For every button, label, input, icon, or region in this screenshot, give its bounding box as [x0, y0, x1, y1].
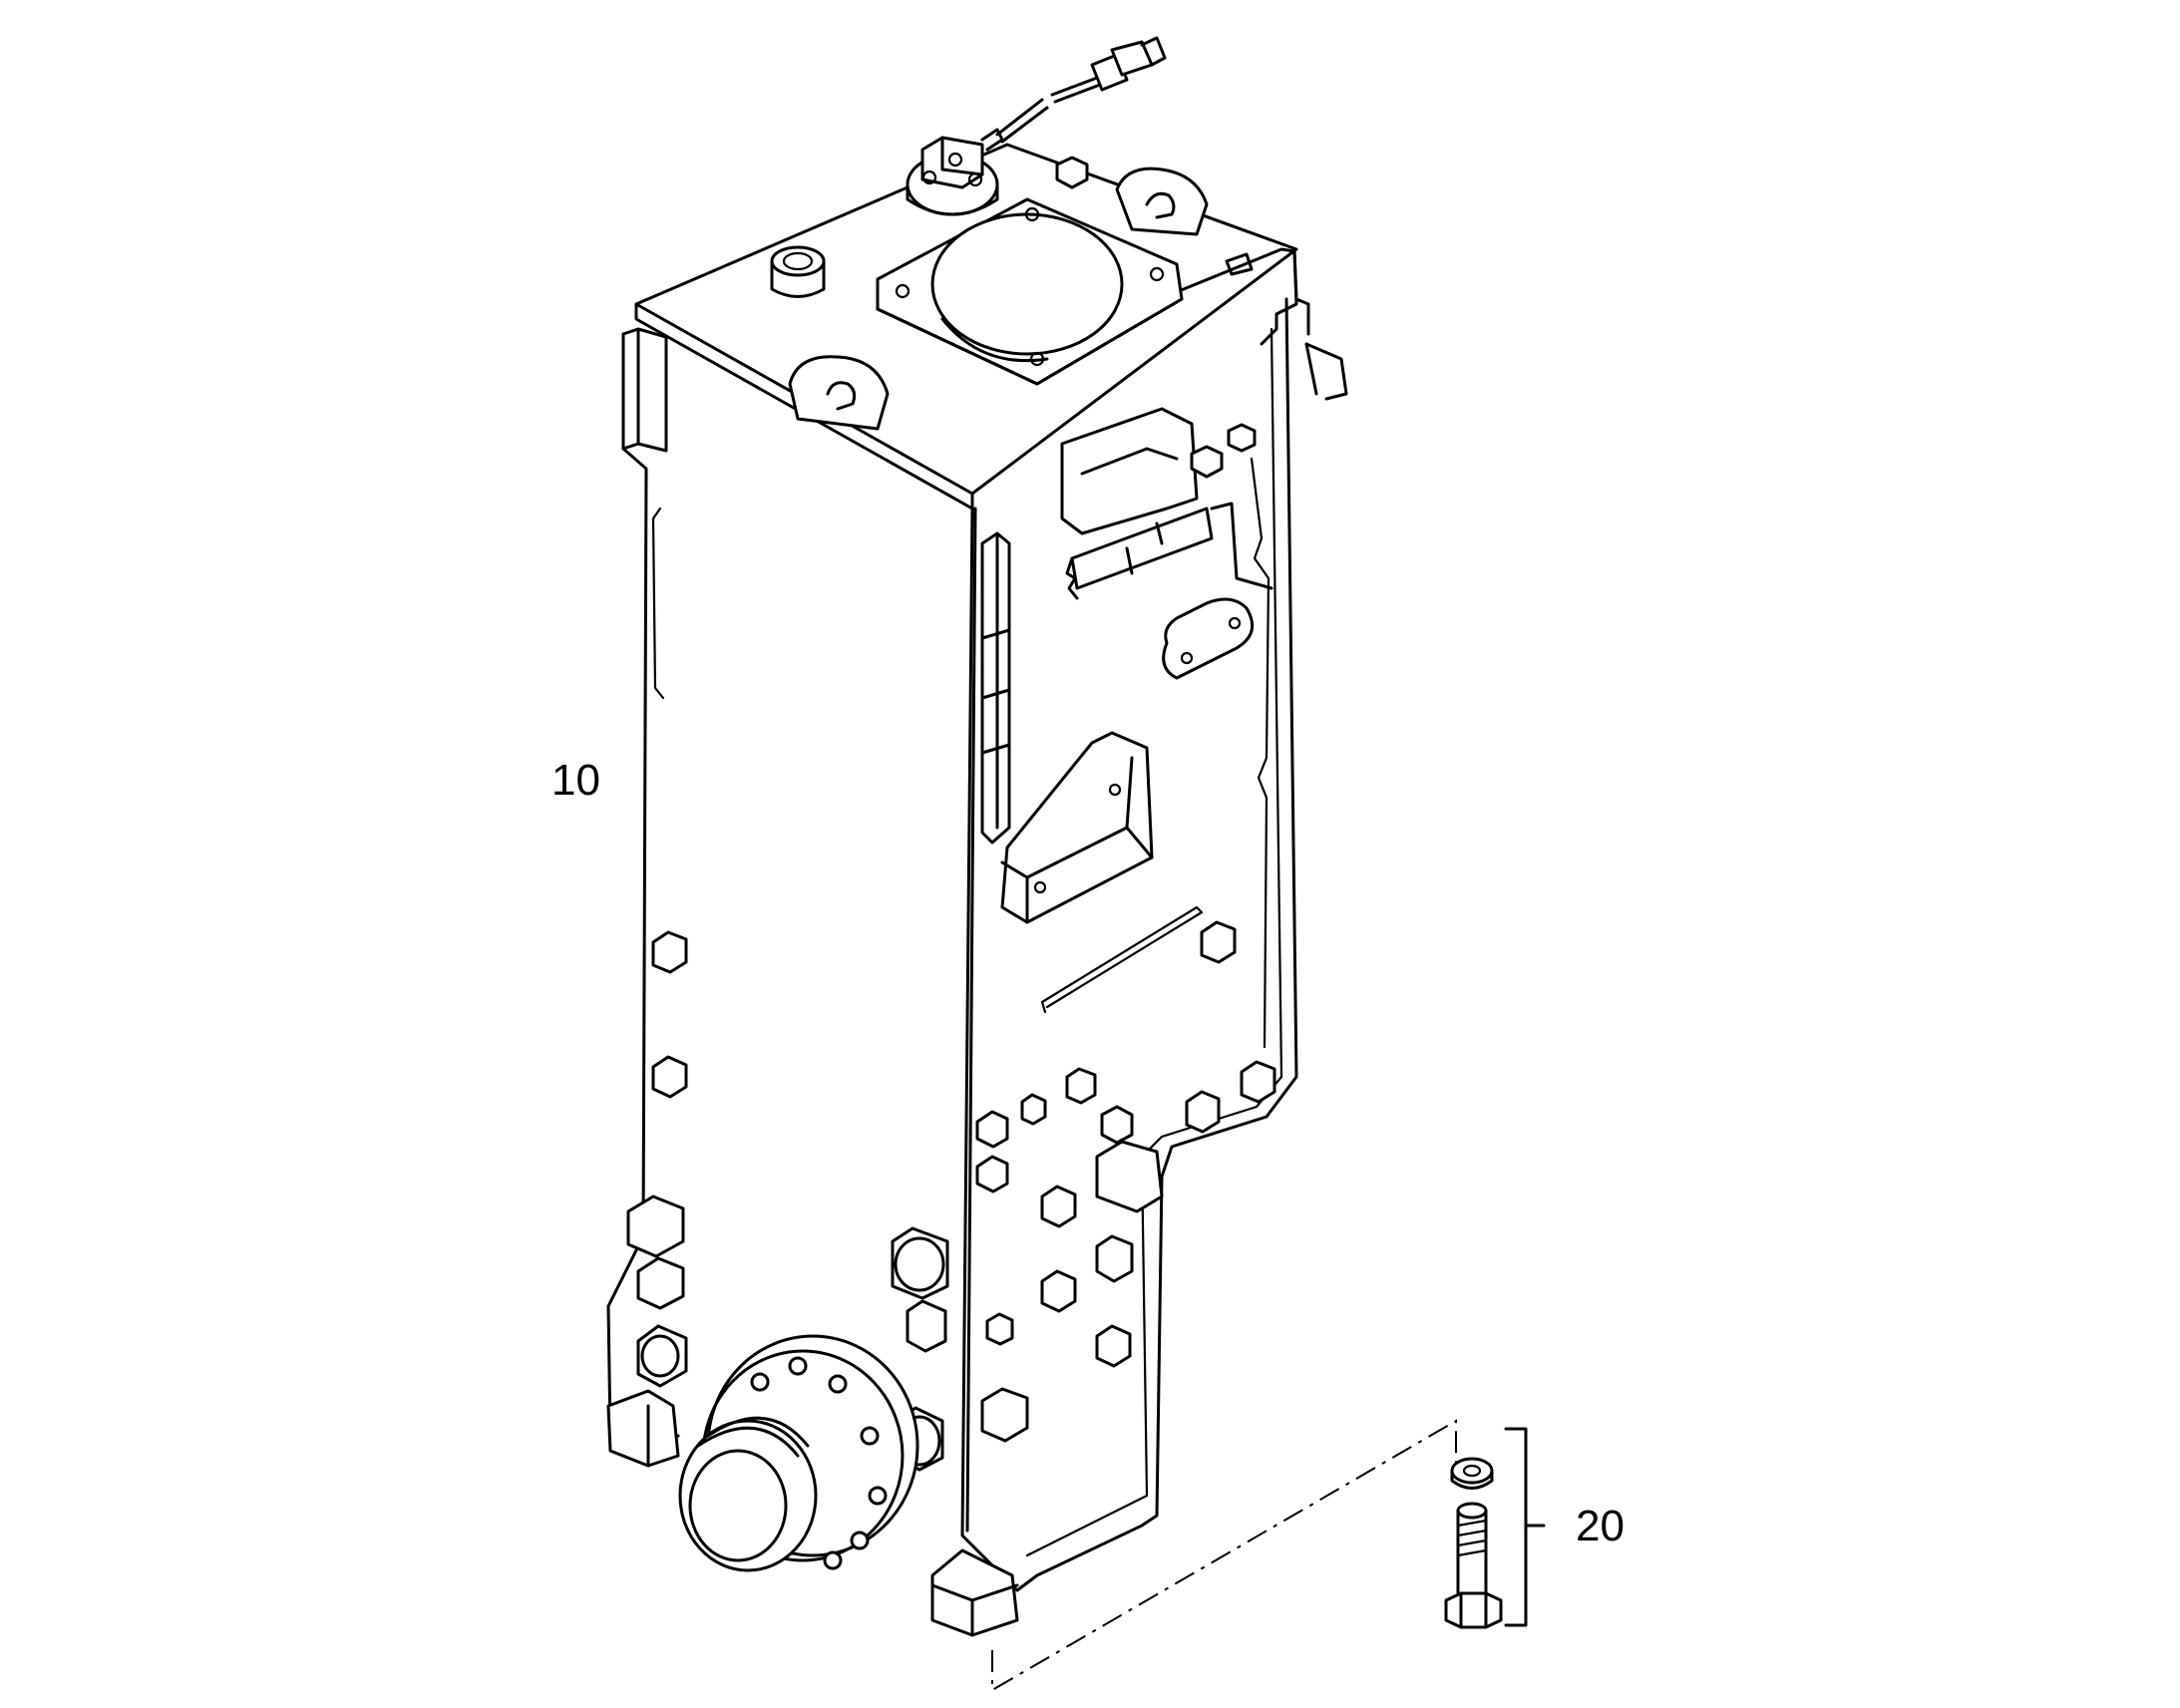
oval-cover-plate	[1162, 597, 1255, 680]
front-face-fittings	[891, 920, 1276, 1472]
left-mount-strip	[621, 327, 668, 453]
right-mount-bracket	[1145, 247, 1348, 401]
small-top-nut	[1055, 156, 1089, 189]
top-boss	[770, 245, 826, 298]
hex-bolt	[1444, 1502, 1503, 1629]
callout-item-20: 20	[1576, 1502, 1625, 1550]
washer	[1450, 1457, 1494, 1490]
callout-item-10: 10	[551, 756, 600, 805]
group-bracket	[1504, 1427, 1528, 1627]
filler-flange	[876, 197, 1184, 386]
lifting-eye-rear	[1115, 167, 1209, 236]
foot-pad-front	[930, 1548, 1019, 1637]
left-face-fittings	[626, 930, 688, 1388]
foot-pad-left	[606, 1389, 680, 1468]
leader-line-to-hardware	[991, 1419, 1457, 1692]
sensor-cap	[906, 128, 1004, 216]
clip-bracket	[1060, 407, 1214, 600]
hydraulic-tank-assembly	[606, 36, 1457, 1692]
lifting-eye-front	[788, 355, 890, 431]
large-port-flange	[678, 1334, 919, 1572]
small-hex-nuts-top	[1190, 423, 1257, 479]
mounting-hardware-set	[1444, 1427, 1546, 1629]
angled-support-block	[1000, 731, 1154, 924]
vertical-guide-rail	[980, 531, 1011, 845]
sensor-cable-connector	[995, 36, 1167, 144]
